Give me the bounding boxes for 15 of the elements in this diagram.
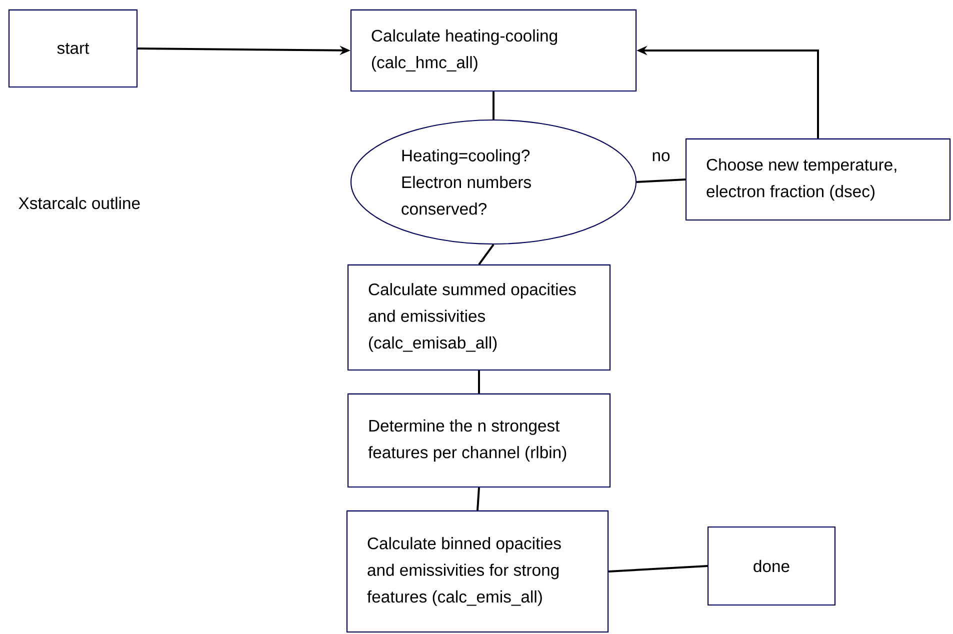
connector bbox=[636, 178, 686, 183]
process-box: Calculate heating-cooling (calc_hmc_all) bbox=[350, 9, 637, 92]
process-box: start bbox=[8, 9, 138, 88]
process-box: Calculate binned opacities and emissivities for strong features (calc_emis_all) bbox=[346, 510, 609, 633]
edge-label: no bbox=[652, 152, 670, 162]
process-box: Choose new temperature, electron fraction (dsec) bbox=[685, 138, 951, 221]
process-box: Calculate summed opacities and emissivities (calc_emisab_all) bbox=[347, 264, 611, 371]
connector bbox=[478, 370, 480, 394]
connector bbox=[492, 92, 494, 120]
outline-label: Xstarcalc outline bbox=[18, 196, 140, 210]
connector bbox=[608, 565, 708, 572]
connector bbox=[476, 488, 480, 510]
process-box: done bbox=[708, 526, 836, 606]
process-box: Determine the n strongest features per channel (rlbin) bbox=[347, 393, 611, 488]
connector bbox=[478, 244, 494, 266]
